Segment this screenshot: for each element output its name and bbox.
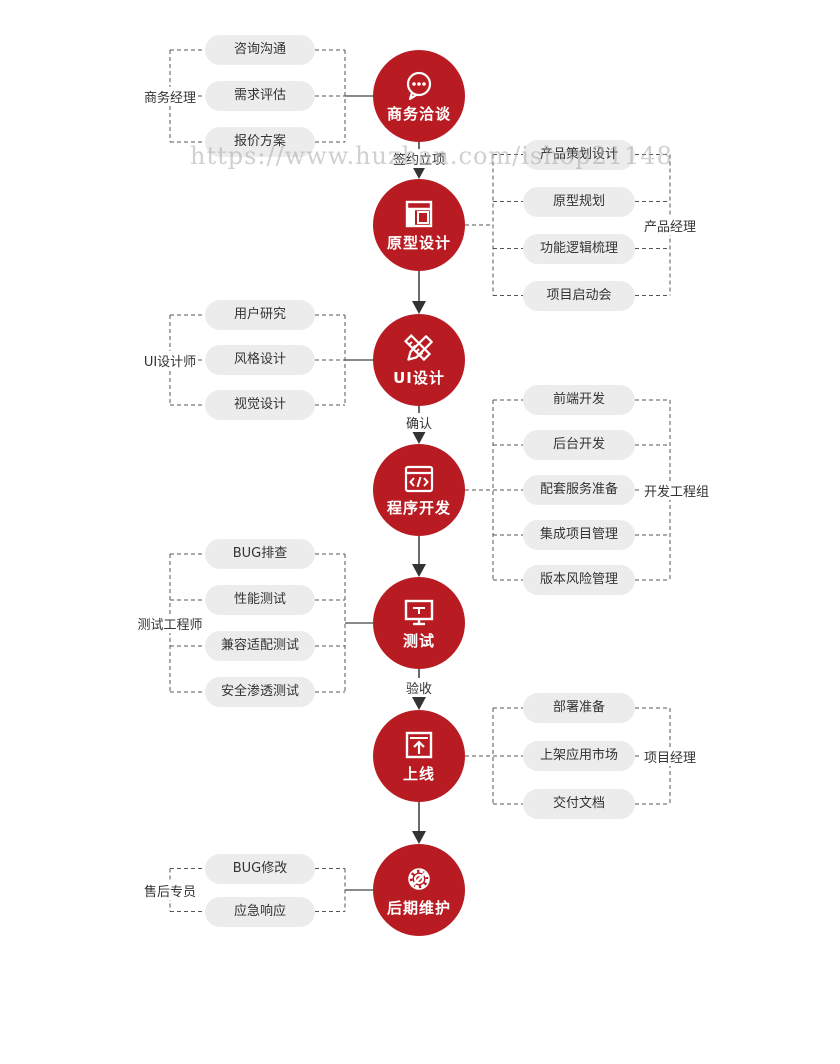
connector-label: 确认 (402, 413, 435, 432)
task-pill: 功能逻辑梳理 (523, 233, 635, 264)
stage-circle: 后期维护 (373, 844, 465, 936)
task-pill: BUG排查 (205, 539, 315, 569)
role-label: 产品经理 (642, 216, 699, 235)
role-label: 项目经理 (642, 747, 699, 766)
watermark: https://www.huzhan.com/ishop21148 (190, 142, 673, 170)
layout-icon (405, 200, 433, 228)
role-label: 商务经理 (141, 87, 198, 106)
stage-title: 上线 (402, 765, 435, 783)
task-pill: 产品策划设计 (523, 139, 635, 170)
task-pill: 应急响应 (205, 896, 315, 927)
task-pill: 视觉设计 (205, 390, 315, 420)
flow-arrow-head (412, 831, 426, 844)
upload-icon (405, 731, 433, 759)
task-pill: 项目启动会 (523, 280, 635, 311)
flow-arrow-head (412, 564, 426, 577)
stage-title: UI设计 (393, 369, 445, 387)
stage-circle: 商务洽谈 (373, 50, 465, 142)
task-pill: 需求评估 (205, 81, 315, 111)
task-pill: 部署准备 (523, 693, 635, 723)
stage-title: 原型设计 (386, 234, 451, 252)
task-pill: 报价方案 (205, 127, 315, 157)
flow-arrow-head (412, 697, 426, 710)
flow-arrow-head (412, 166, 426, 179)
connector-label: 签约立项 (389, 148, 448, 168)
monitor-icon (404, 599, 434, 626)
task-pill: 用户研究 (205, 300, 315, 330)
stage-title: 程序开发 (386, 499, 451, 517)
task-pill: 咨询沟通 (205, 35, 315, 65)
task-pill: 前端开发 (523, 385, 635, 415)
gear-wrench-icon (408, 868, 430, 890)
stage-circle: 程序开发 (373, 444, 465, 536)
stage-circle: UI设计 (373, 314, 465, 406)
task-pill: 交付文档 (523, 789, 635, 819)
task-pill: BUG修改 (205, 853, 315, 884)
task-pill: 原型规划 (523, 186, 635, 217)
task-pill: 集成项目管理 (523, 520, 635, 550)
task-pill: 兼容适配测试 (205, 631, 315, 661)
stage-title: 测试 (402, 632, 435, 650)
task-pill: 后台开发 (523, 430, 635, 460)
role-label: UI设计师 (141, 351, 199, 370)
connector-label: 验收 (402, 677, 435, 697)
role-label: 测试工程师 (135, 614, 205, 633)
code-window-icon (404, 465, 434, 493)
role-label: 售后专员 (141, 881, 198, 900)
flow-arrow-head (412, 301, 426, 314)
task-pill: 版本风险管理 (523, 565, 635, 595)
task-pill: 上架应用市场 (523, 741, 635, 771)
task-pill: 安全渗透测试 (205, 677, 315, 707)
flow-arrow-head (412, 431, 426, 444)
role-label: 开发工程组 (642, 481, 712, 500)
task-pill: 配套服务准备 (523, 475, 635, 505)
task-pill: 性能测试 (205, 585, 315, 615)
stage-title: 后期维护 (386, 899, 451, 917)
stage-circle: 原型设计 (373, 179, 465, 271)
stage-circle: 上线 (373, 710, 465, 802)
task-pill: 风格设计 (205, 345, 315, 375)
stage-title: 商务洽谈 (386, 105, 451, 123)
chat-bubble-icon (406, 71, 432, 101)
stage-circle: 测试 (373, 577, 465, 669)
pencil-ruler-icon (404, 334, 433, 362)
